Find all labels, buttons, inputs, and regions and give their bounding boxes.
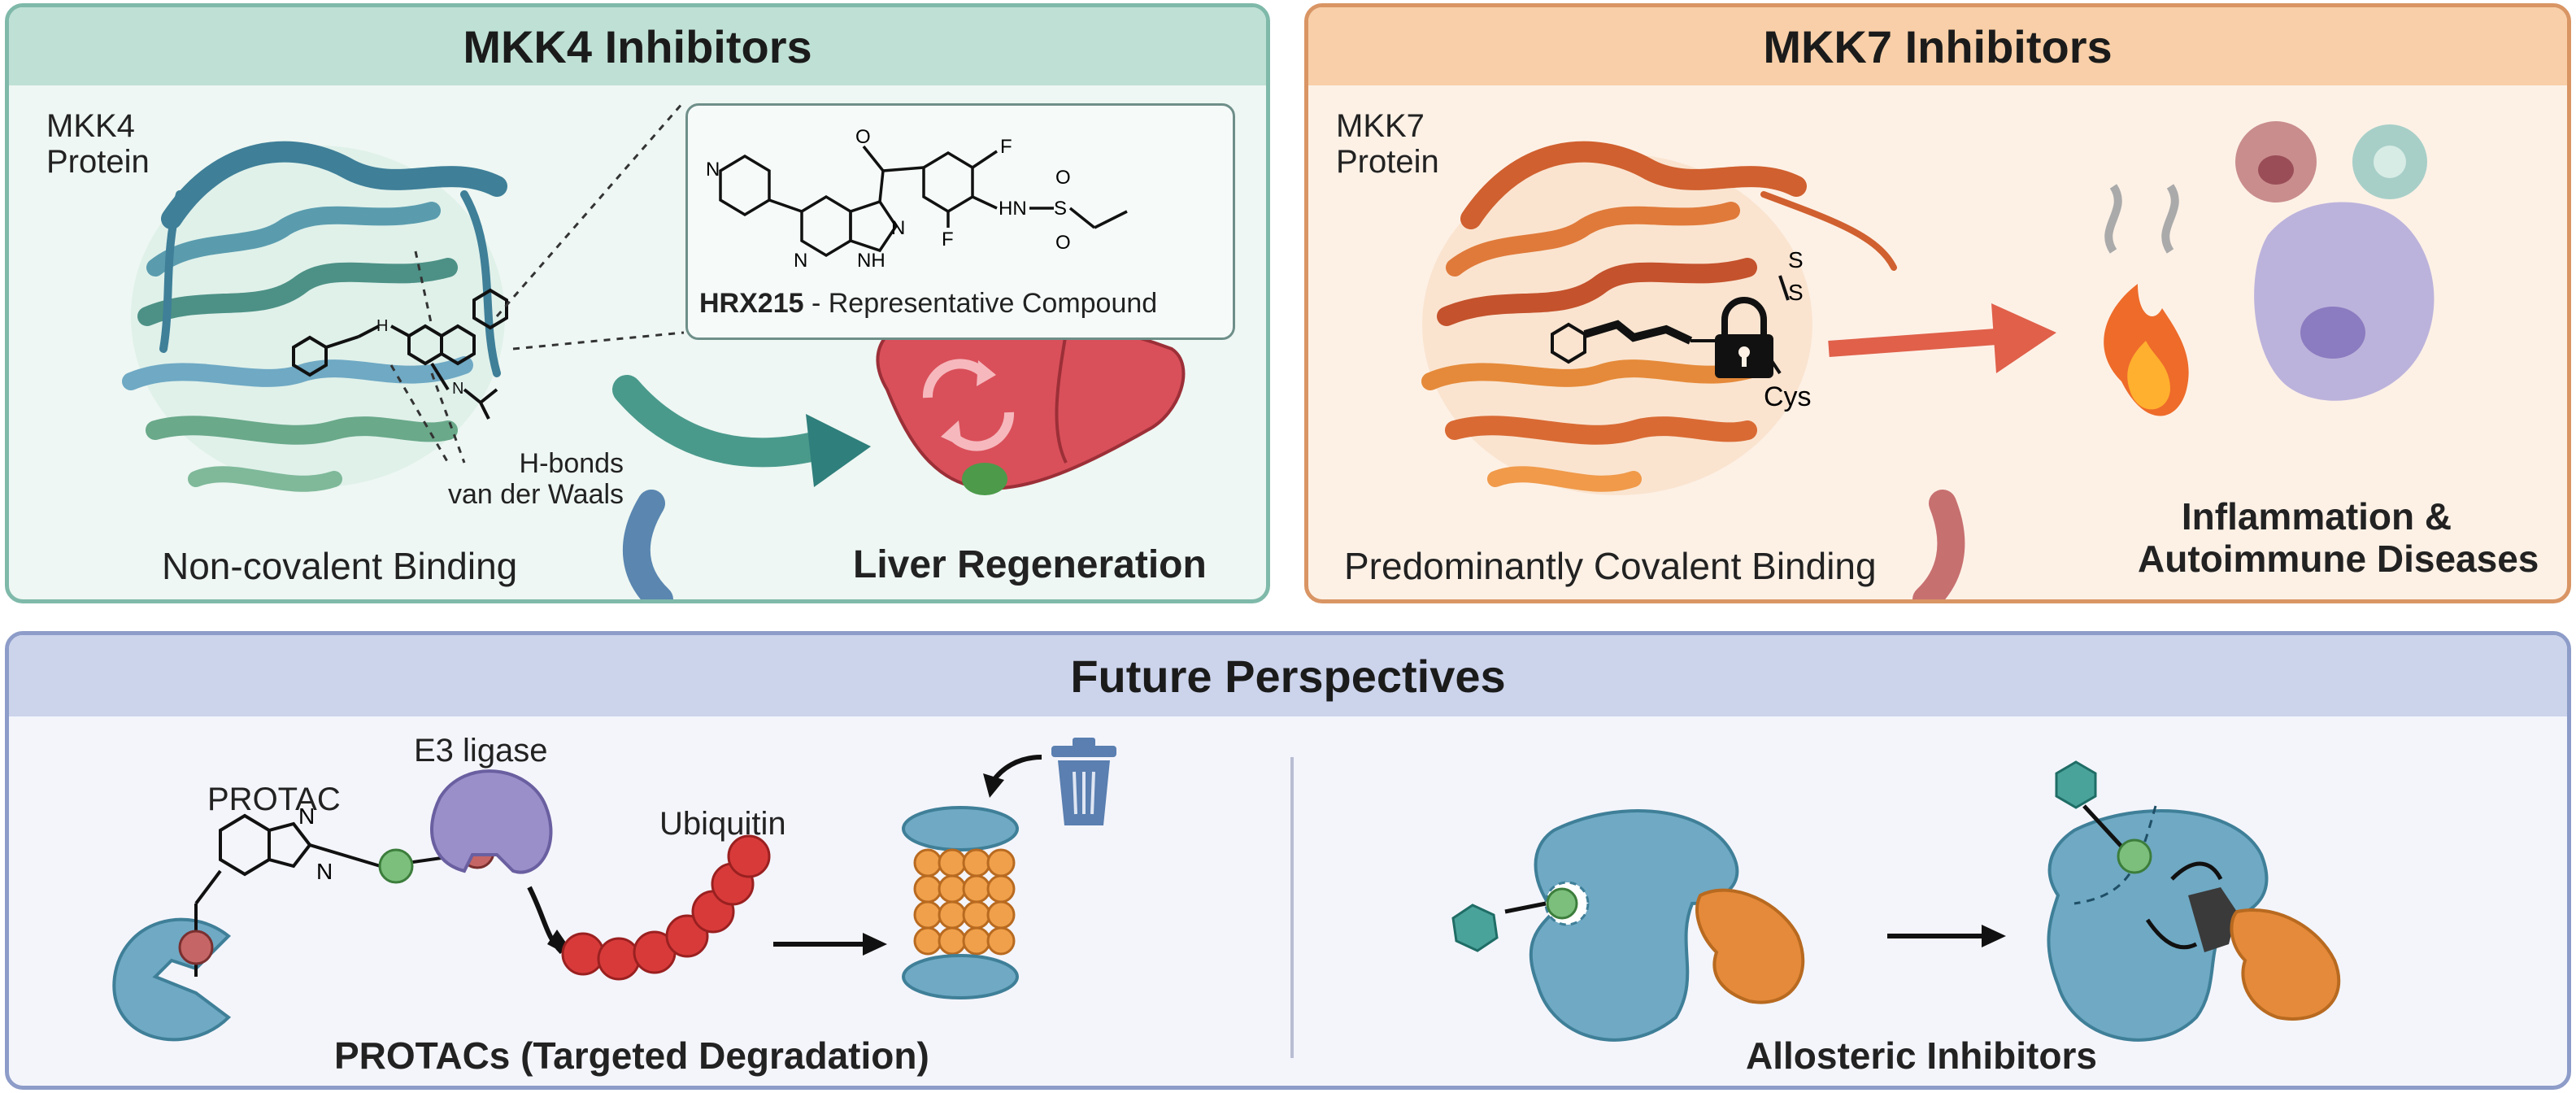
mkk4-panel: MKK4 Inhibitors N	[5, 3, 1270, 603]
mkk4-panel-title: MKK4 Inhibitors	[9, 7, 1266, 85]
compound-name: HRX215	[699, 288, 804, 319]
e3-ligase-shape	[430, 769, 553, 874]
mkk4-arrow-to-future	[622, 490, 673, 599]
hbonds-label: H-bonds	[519, 448, 624, 479]
protac-atom-n1: N	[298, 803, 315, 829]
mkk7-panel: MKK7 Inhibitors S S Cys	[1304, 3, 2571, 603]
hrx215-atom-o: O	[855, 126, 871, 148]
hrx215-atom-n-ring: N	[794, 250, 807, 272]
hrx215-atom-hn: HN	[999, 198, 1027, 220]
arrow-to-liver-head	[806, 414, 871, 487]
hrx215-atom-n-pyrazole: N	[891, 217, 905, 239]
allosteric-partner-after	[2230, 908, 2341, 1021]
allosteric-partner-before	[1695, 888, 1805, 1004]
allosteric-inhibitor-bound	[2055, 760, 2152, 874]
hrx215-atom-f1: F	[1000, 136, 1012, 158]
arrow-to-trash	[990, 755, 1042, 783]
ubiquitin-label: Ubiquitin	[659, 806, 786, 842]
mkk7-protein-structure	[1421, 141, 1897, 495]
vdw-label: van der Waals	[448, 479, 624, 510]
hrx215-atom-n-pyridine: N	[706, 159, 720, 181]
protac-linker-node-green	[378, 848, 414, 884]
interaction-dashes	[389, 101, 685, 464]
liver-regeneration-label: Liver Regeneration	[853, 543, 1207, 586]
flame-icon	[2104, 184, 2189, 416]
compound-caption: HRX215 - Representative Compound	[699, 288, 1157, 320]
hrx215-atom-s: S	[1054, 198, 1067, 220]
compound-inset: O F F HN S O O N N N NH HRX215 - Represe…	[685, 103, 1235, 340]
lock-icon	[1715, 297, 1773, 378]
sulfur-atom-2: S	[1788, 280, 1804, 305]
e3-ligase-label: E3 ligase	[414, 733, 548, 769]
arrow-to-disease	[1828, 328, 2008, 357]
arrow-to-trash-head	[983, 773, 1004, 798]
mkk7-illustration: S S Cys	[1421, 121, 2435, 599]
mkk4-protein-structure	[122, 141, 507, 492]
mkk7-binding-caption: Predominantly Covalent Binding	[1344, 545, 1877, 587]
arrow-to-disease-head	[1991, 303, 2056, 373]
mkk7-arrow-to-future	[1912, 490, 1965, 599]
hrx215-atom-o3: O	[1055, 232, 1071, 254]
disease-label: Inflammation & Autoimmune Diseases	[2138, 495, 2539, 580]
proteasome-icon	[902, 806, 1019, 999]
protac-linker-node-red	[178, 930, 214, 965]
mkk4-ligand-atom-n: N	[452, 380, 463, 398]
mkk4-binding-caption: Non-covalent Binding	[162, 545, 518, 587]
conformational-change-arrow	[2170, 861, 2223, 881]
target-protein-shape	[112, 917, 232, 1042]
interaction-labels: H-bonds van der Waals	[448, 448, 624, 510]
trash-icon	[1051, 738, 1116, 825]
immune-cells-icon	[2235, 121, 2435, 401]
mkk4-protein-label-line1: MKK4	[46, 108, 135, 144]
allosteric-inhibitor-free	[1451, 887, 1578, 952]
hrx215-atom-f2: F	[942, 229, 954, 250]
mkk7-panel-title: MKK7 Inhibitors	[1308, 7, 2567, 85]
sulfur-atom-1: S	[1788, 247, 1804, 272]
mkk4-bound-ligand	[292, 288, 508, 420]
hrx215-structure: O F F HN S O O N N N NH	[706, 126, 1128, 272]
protac-caption: PROTACs (Targeted Degradation)	[334, 1034, 929, 1077]
conformational-change-arrow-2	[2145, 918, 2198, 950]
mkk4-protein-label: MKK4 Protein	[46, 108, 150, 180]
future-perspectives-panel: Future Perspectives N N	[5, 631, 2571, 1090]
protac-label: PROTAC	[207, 782, 341, 817]
mkk4-ligand-atom-h: H	[376, 317, 388, 335]
mkk4-illustration: N H	[122, 101, 1186, 599]
compound-description: - Representative Compound	[803, 288, 1158, 319]
mkk7-protein-label-line2: Protein	[1336, 144, 1439, 180]
allosteric-arrow-head	[1982, 925, 2006, 947]
cys-residue-label: Cys	[1764, 381, 1812, 412]
disease-label-line2: Autoimmune Diseases	[2138, 538, 2539, 580]
ubiquitin-chain	[561, 834, 771, 981]
liver-icon	[876, 312, 1186, 495]
protac-molecule	[194, 813, 465, 977]
hrx215-atom-o2: O	[1055, 167, 1071, 189]
mkk7-protein-label: MKK7 Protein	[1336, 108, 1439, 180]
arrow-to-liver	[612, 375, 829, 468]
future-panel-title: Future Perspectives	[9, 635, 2567, 716]
protac-atom-n2: N	[316, 859, 333, 884]
arrow-to-proteasome-head	[863, 933, 887, 956]
mkk4-protein-label-line2: Protein	[46, 144, 150, 180]
mkk7-protein-label-line1: MKK7	[1336, 108, 1425, 144]
hrx215-atom-nh: NH	[857, 250, 886, 272]
future-illustration: N N	[112, 738, 2341, 1058]
disease-label-line1: Inflammation &	[2181, 495, 2452, 538]
allosteric-caption: Allosteric Inhibitors	[1746, 1034, 2097, 1077]
